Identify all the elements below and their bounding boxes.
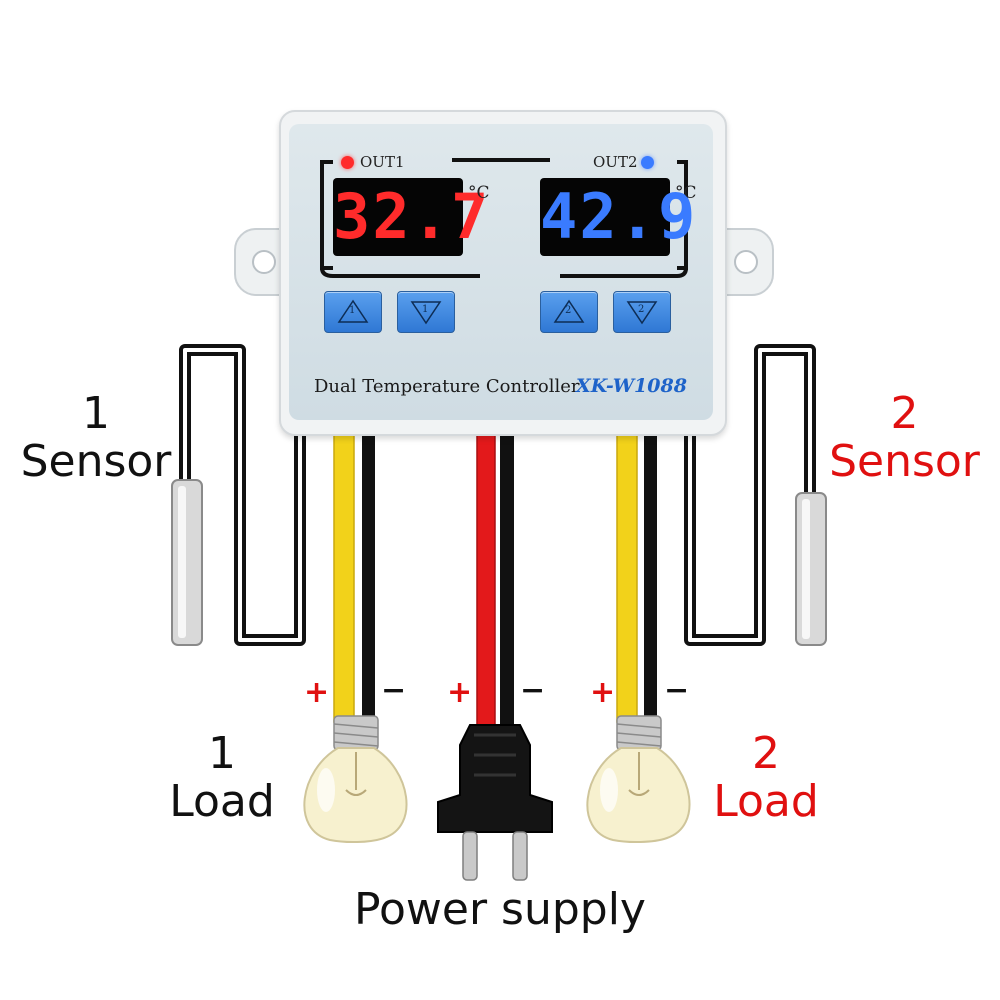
load2-plus-sign: + xyxy=(590,675,616,710)
sensor1-number: 1 xyxy=(82,388,110,439)
controller-title: Dual Temperature Controller xyxy=(314,376,580,397)
controller-model: XK-W1088 xyxy=(576,375,687,397)
power-plus-sign: + xyxy=(447,675,473,710)
sensor2-text: Sensor xyxy=(829,436,980,487)
load1-label: 1 Load xyxy=(158,730,286,826)
load1-text: Load xyxy=(169,776,275,827)
down-arrow-icon xyxy=(410,301,442,325)
sensor2-number: 2 xyxy=(890,388,919,439)
out1-label: OUT1 xyxy=(360,153,405,171)
sensor2-label: 2 Sensor xyxy=(822,390,987,486)
load2-number: 2 xyxy=(752,728,780,779)
load2-wires xyxy=(616,429,657,723)
button-number: 1 xyxy=(422,304,429,315)
sensor2-cable xyxy=(684,344,816,646)
sensor1-text: Sensor xyxy=(20,436,172,487)
light-bulb-icon xyxy=(303,715,408,844)
output1-down-button[interactable]: 1 xyxy=(397,291,455,333)
temperature-display-2: 42.9 xyxy=(540,178,695,256)
load1-plus-sign: + xyxy=(304,675,330,710)
out2-label: OUT2 xyxy=(593,153,638,171)
led-red-icon xyxy=(341,156,354,169)
euro-plug-icon xyxy=(437,724,553,881)
sensor1-cable xyxy=(179,344,306,646)
up-arrow-icon xyxy=(337,299,369,323)
unit-label-2: °C xyxy=(675,183,697,203)
temperature-display-1: 32.7 xyxy=(333,178,488,256)
light-bulb-icon xyxy=(586,715,691,844)
load1-number: 1 xyxy=(208,728,236,779)
load2-text: Load xyxy=(713,776,819,827)
load1-minus-sign: − xyxy=(381,673,407,708)
load2-minus-sign: − xyxy=(664,673,690,708)
power-minus-sign: − xyxy=(520,673,546,708)
button-number: 2 xyxy=(565,305,572,316)
output2-down-button[interactable]: 2 xyxy=(613,291,671,333)
output2-up-button[interactable]: 2 xyxy=(540,291,598,333)
output1-up-button[interactable]: 1 xyxy=(324,291,382,333)
led-blue-icon xyxy=(641,156,654,169)
controller-faceplate xyxy=(289,124,713,420)
load1-wires xyxy=(333,429,375,723)
temperature-probe-icon xyxy=(795,492,827,646)
unit-label-1: °C xyxy=(468,183,490,203)
power-wires xyxy=(476,429,514,731)
load2-label: 2 Load xyxy=(702,730,830,826)
button-number: 2 xyxy=(638,304,645,315)
down-arrow-icon xyxy=(626,301,658,325)
temperature-probe-icon xyxy=(171,479,203,646)
up-arrow-icon xyxy=(553,299,585,323)
button-number: 1 xyxy=(349,305,356,316)
power-supply-label: Power supply xyxy=(354,884,646,935)
sensor1-label: 1 Sensor xyxy=(16,390,176,486)
